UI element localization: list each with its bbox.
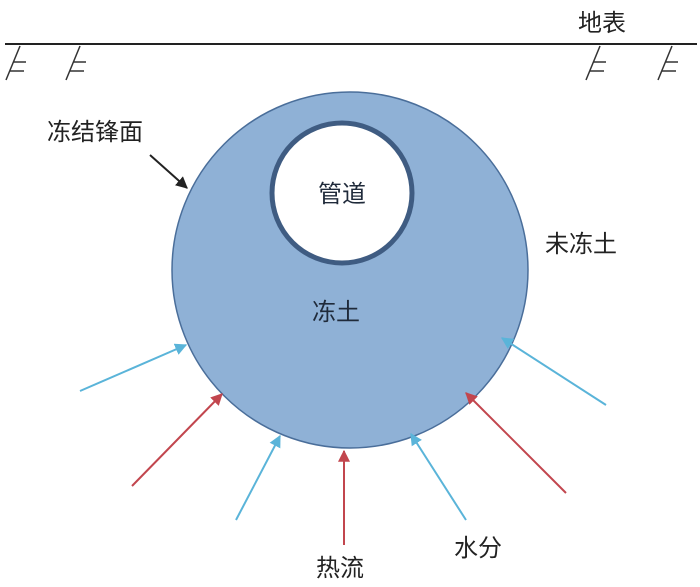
moisture-label: 水分: [454, 534, 502, 562]
heat-flow-arrow: [465, 392, 567, 494]
frozen-soil-region: [171, 91, 529, 449]
frozen-soil-label: 冻土: [312, 298, 360, 326]
unfrozen-soil-label: 未冻土: [545, 230, 617, 258]
moisture-arrow: [235, 434, 281, 521]
moisture-arrow: [410, 432, 467, 521]
freezing-front-label: 冻结锋面: [47, 118, 143, 146]
heat-flow-arrow: [131, 393, 223, 487]
ground-hatch-right-1: [585, 45, 606, 81]
ground-hatch-left-2: [65, 45, 86, 81]
surface-label: 地表: [578, 9, 626, 37]
heat-flow-label: 热流: [316, 554, 364, 582]
pipe-circle: [269, 120, 415, 266]
pipe-label: 管道: [318, 180, 366, 208]
moisture-arrow: [79, 343, 188, 392]
ground-hatch-right-2: [657, 45, 678, 81]
moisture-arrow: [500, 337, 607, 406]
ground-hatch-left-1: [5, 45, 26, 81]
freezing-front-pointer-arrow: [149, 154, 188, 189]
